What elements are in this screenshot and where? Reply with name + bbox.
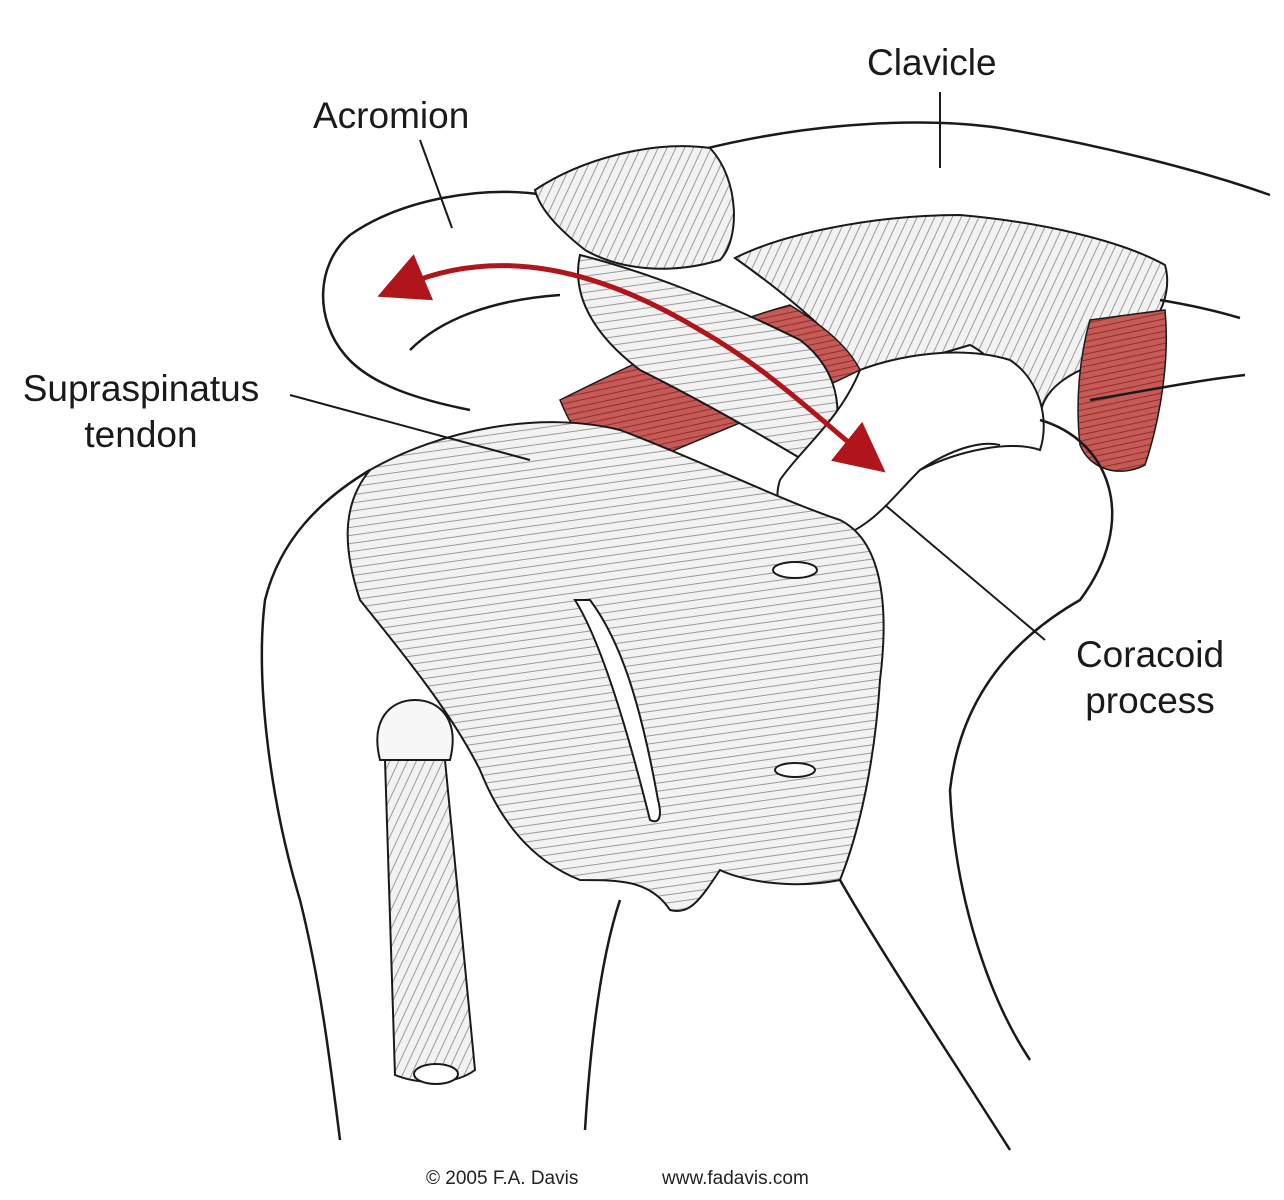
biceps-tendon (383, 759, 477, 1083)
label-coracoid-line2: process (1085, 680, 1215, 721)
label-acromion: Acromion (313, 95, 470, 136)
copyright-notice: © 2005 F.A. Davis (426, 1168, 579, 1189)
subclavius-muscle (1077, 309, 1168, 472)
label-clavicle: Clavicle (867, 42, 997, 83)
label-coracoid-line1: Coracoid (1075, 634, 1225, 675)
label-supraspinatus-line1: Supraspinatus (22, 368, 260, 409)
label-coracoid-process: Coracoid process (1060, 632, 1240, 724)
coracoid-leader (884, 504, 1046, 641)
bicipital-groove (573, 599, 661, 823)
ac-ligament (533, 145, 735, 270)
label-supraspinatus-tendon: Supraspinatus tendon (6, 366, 276, 458)
supraspinatus-leader (289, 394, 531, 461)
acromion-leader (419, 139, 453, 229)
motion-arrow (377, 254, 886, 473)
scapula-bone (948, 418, 1114, 1061)
clavicle-bone (699, 121, 1271, 197)
label-supraspinatus-line2: tendon (84, 414, 198, 455)
humerus-bone (260, 468, 371, 1141)
publisher-url: www.fadavis.com (662, 1168, 809, 1189)
